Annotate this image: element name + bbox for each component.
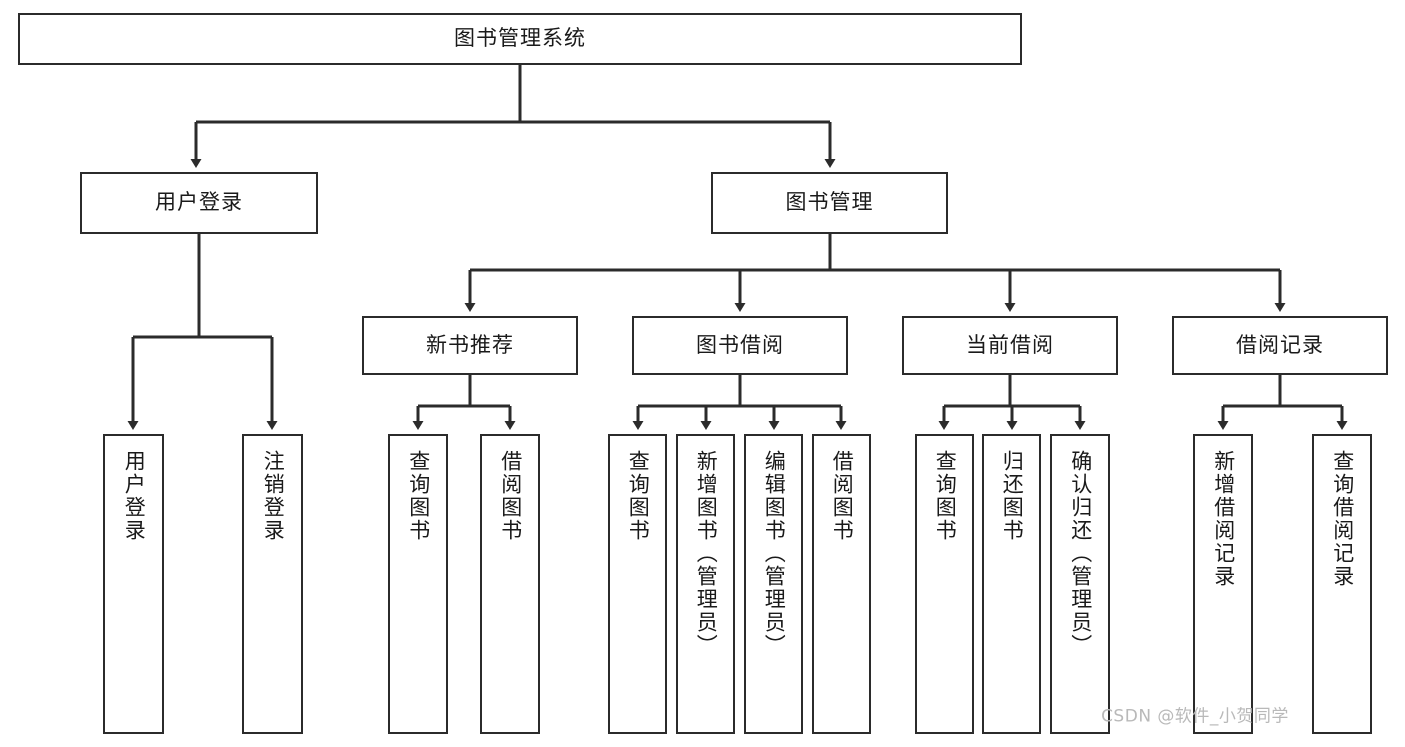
node-borrow-record[interactable]: 借阅记录 [1172,316,1388,375]
node-label: 当前借阅 [966,332,1054,357]
node-label: 图书管理 [785,190,874,215]
node-leaf-return-book[interactable]: 归还图书 [982,434,1041,734]
node-label: 用户登录 [122,450,147,542]
node-user-login[interactable]: 用户登录 [80,172,318,234]
node-label: 借阅图书 [830,450,855,542]
node-label: 用户登录 [155,190,243,215]
node-leaf-confirm-return-admin[interactable]: 确认归还（管理员） [1050,434,1110,734]
node-label: 新增图书（管理员） [694,450,719,657]
node-book-management[interactable]: 图书管理 [711,172,948,234]
node-label: 借阅图书 [498,450,523,542]
node-leaf-query-book-newbook[interactable]: 查询图书 [388,434,448,734]
node-leaf-borrow-book-newbook[interactable]: 借阅图书 [480,434,540,734]
node-label: 查询图书 [626,450,651,542]
node-label: 归还图书 [1000,450,1025,542]
node-label: 注销登录 [261,450,286,542]
node-label: 查询图书 [406,450,431,542]
node-current-borrow[interactable]: 当前借阅 [902,316,1118,375]
node-new-book-recommend[interactable]: 新书推荐 [362,316,578,375]
node-root-system[interactable]: 图书管理系统 [18,13,1022,65]
node-label: 借阅记录 [1236,332,1324,357]
node-label: 查询借阅记录 [1330,450,1355,588]
node-leaf-borrow-book[interactable]: 借阅图书 [812,434,871,734]
node-leaf-query-book-current[interactable]: 查询图书 [915,434,974,734]
node-label: 图书管理系统 [454,26,586,51]
node-label: 新增借阅记录 [1211,450,1236,588]
node-leaf-edit-book-admin[interactable]: 编辑图书（管理员） [744,434,803,734]
node-book-borrow[interactable]: 图书借阅 [632,316,848,375]
node-leaf-query-book-borrow[interactable]: 查询图书 [608,434,667,734]
node-label: 图书借阅 [696,332,784,357]
node-leaf-add-book-admin[interactable]: 新增图书（管理员） [676,434,735,734]
node-label: 新书推荐 [426,332,514,357]
node-leaf-add-borrow-record[interactable]: 新增借阅记录 [1193,434,1253,734]
node-leaf-query-borrow-record[interactable]: 查询借阅记录 [1312,434,1372,734]
node-label: 查询图书 [933,450,958,542]
node-leaf-user-login[interactable]: 用户登录 [103,434,164,734]
node-label: 编辑图书（管理员） [762,450,787,657]
node-label: 确认归还（管理员） [1068,450,1093,657]
node-leaf-logout[interactable]: 注销登录 [242,434,303,734]
